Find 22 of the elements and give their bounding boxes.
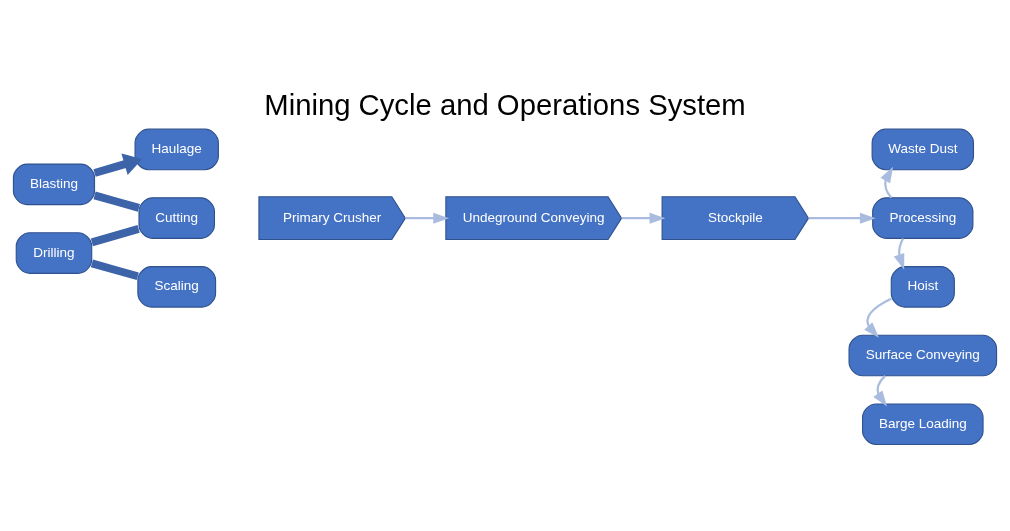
arrow [873, 374, 888, 407]
node-box: Processing [872, 196, 974, 239]
node-box: Barge Loading [862, 402, 984, 445]
connector [90, 259, 139, 280]
arrow [808, 212, 876, 224]
node-box: Waste Dust [871, 128, 975, 170]
node-box: Drilling [15, 231, 93, 274]
node-box: Scaling [137, 265, 217, 308]
node-box: Cutting [138, 196, 215, 239]
arrow [621, 212, 666, 224]
node-box: Blasting [12, 163, 96, 205]
arrow [93, 153, 143, 177]
arrow [880, 166, 894, 198]
node-box: Hoist [890, 265, 955, 308]
arrow [893, 237, 905, 270]
connector [90, 224, 140, 246]
diagram-title: Mining Cycle and Operations System [264, 87, 746, 121]
node-box: Surface Conveying [848, 334, 998, 376]
arrow [864, 297, 892, 338]
connector [93, 191, 140, 212]
node-box: Haulage [134, 128, 219, 170]
arrow [405, 212, 450, 224]
